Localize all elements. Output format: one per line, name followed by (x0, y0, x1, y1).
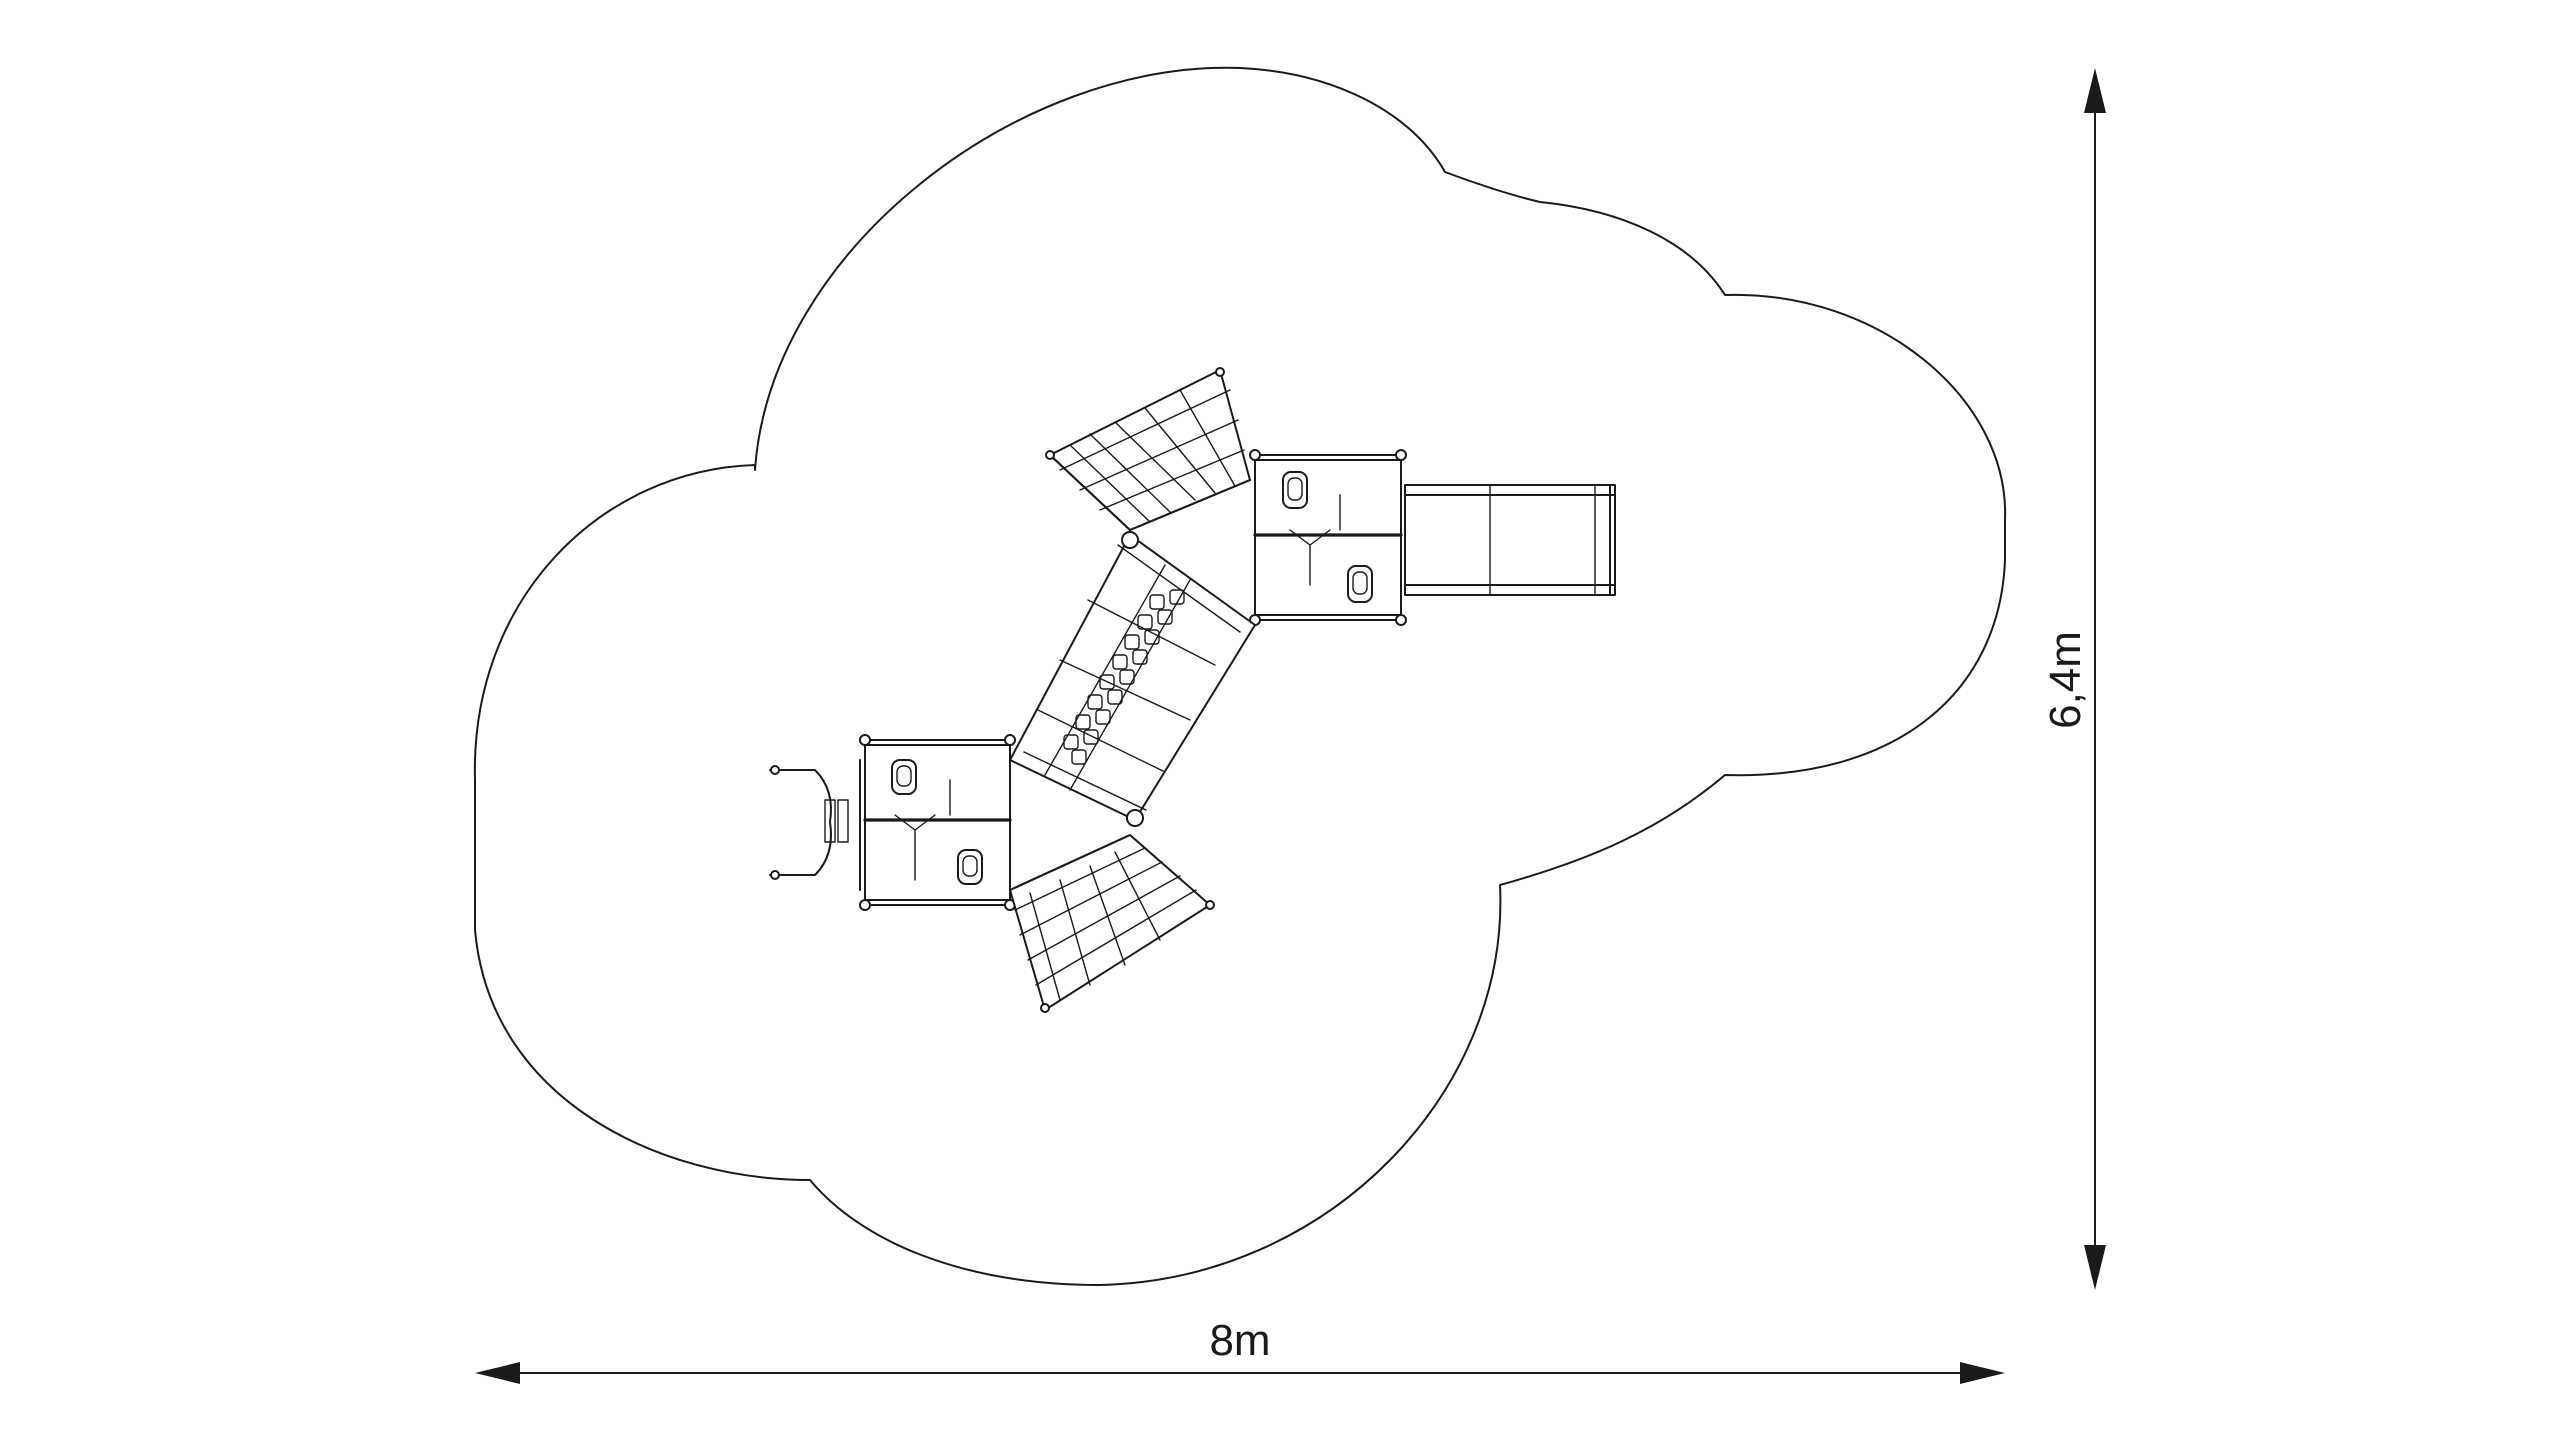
width-dimension: 8m (475, 1316, 2005, 1384)
tower-panel-icon (957, 849, 983, 885)
bridge-foot-holds (1063, 589, 1185, 765)
tower-lower-left (859, 734, 1016, 911)
tower-upper-right (1249, 449, 1407, 626)
height-label: 6,4m (2041, 631, 2090, 729)
safety-zone-outline (473, 66, 2007, 1286)
arrow-left-icon (475, 1362, 520, 1384)
width-label: 8m (1209, 1316, 1270, 1365)
climbing-net-lower (1009, 834, 1215, 1013)
climbing-net-upper (1045, 367, 1251, 531)
net-bridge (1009, 531, 1256, 827)
height-dimension: 6,4m (2041, 68, 2106, 1290)
arrow-down-icon (2084, 1245, 2106, 1290)
tower-panel-icon (1347, 565, 1373, 603)
ladder (769, 759, 861, 891)
tower-deck (864, 739, 1011, 906)
slide (1404, 484, 1616, 596)
arrow-right-icon (1960, 1362, 2005, 1384)
arrow-up-icon (2084, 68, 2106, 113)
tower-deck (1254, 454, 1402, 621)
tower-panel-icon (891, 759, 917, 795)
tower-panel-icon (1282, 471, 1308, 509)
